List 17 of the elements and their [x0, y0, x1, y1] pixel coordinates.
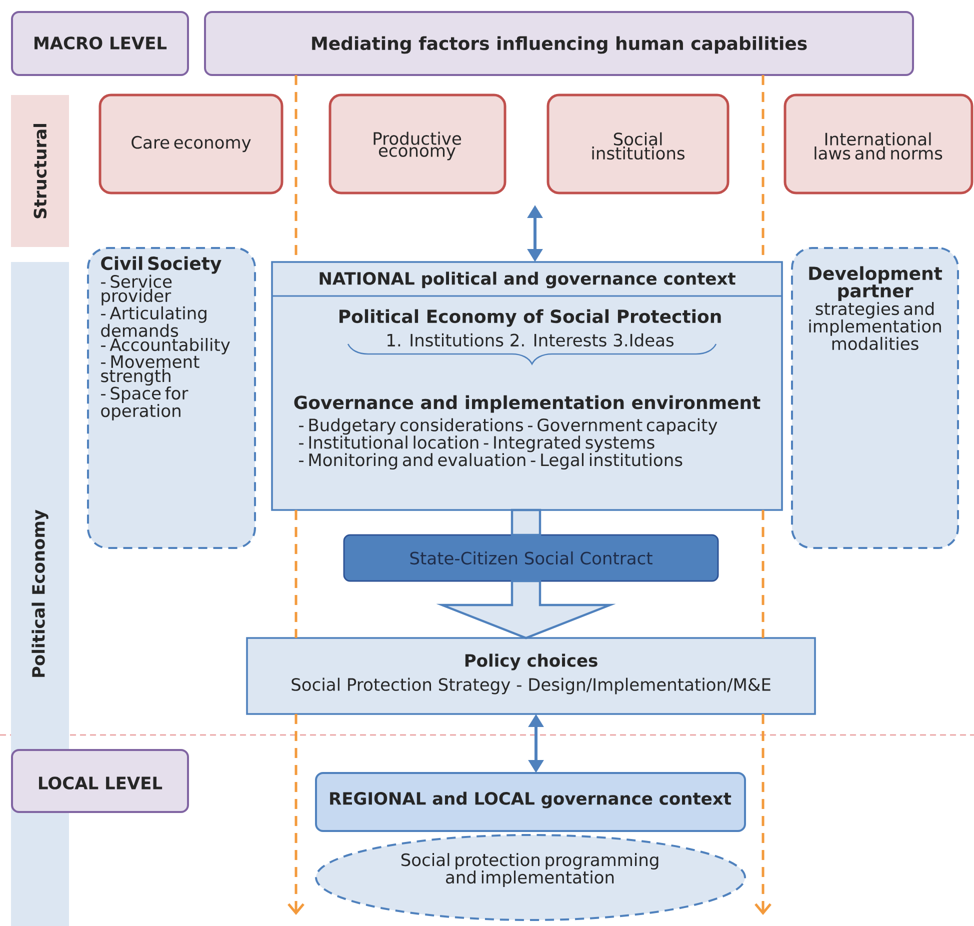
dashed-arrow	[288, 74, 304, 916]
block-arrow	[436, 508, 616, 640]
factor-box: Productive economy	[328, 94, 506, 194]
level-box: Mediating factors influencing human capabilities	[204, 11, 914, 76]
factor-box: International laws and norms	[784, 94, 974, 194]
factor-box: Care economy	[98, 94, 284, 194]
actor-box: Civil Society - Service provider - Articulating demands - Accountability - Movement strength - Space for operation	[87, 247, 256, 549]
contract-box: State-Citizen Social Contract	[343, 534, 719, 582]
level-box: LOCAL LEVEL	[11, 749, 189, 813]
side-band: Structural	[11, 95, 69, 247]
factor-box: Social institutions	[546, 94, 730, 194]
context-box: NATIONAL political and governance context Political Economy of Social Protection 1. Institutions 2. Interests 3.Ideas Governance and implementation environment - Budgetary considerations - Government capacity - Institutional location - Integrated systems - Monitoring and evaluation - Legal institutions	[271, 261, 783, 511]
actor-box: Development partner strategies and implementation modalities	[791, 247, 960, 549]
context-box: Policy choices Social Protection Strategy - Design/Implementation/M&E	[246, 637, 816, 715]
level-box: MACRO LEVEL	[11, 11, 189, 76]
context-box: REGIONAL and LOCAL governance context	[315, 772, 746, 832]
dashed-arrow	[754, 74, 772, 916]
